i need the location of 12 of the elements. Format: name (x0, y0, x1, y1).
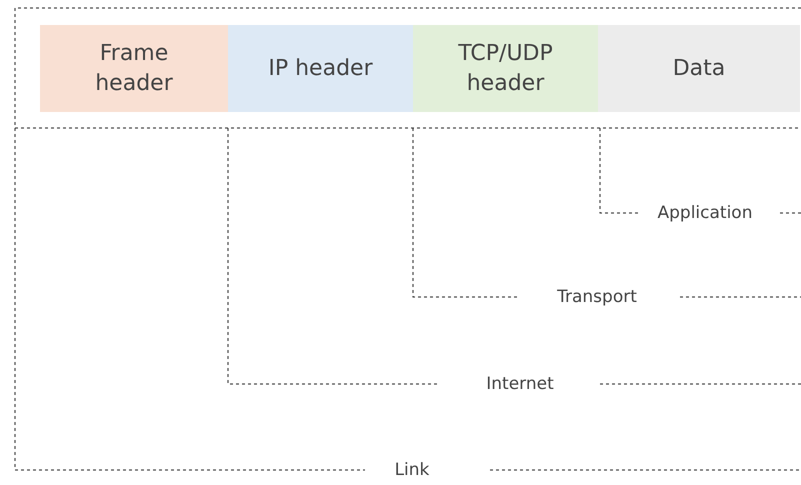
header-field (598, 25, 800, 112)
header-field (40, 25, 228, 112)
layer-label: Internet (486, 374, 554, 394)
layer-label: Transport (557, 287, 637, 307)
layer-label: Link (394, 460, 430, 480)
field-label: IP header (268, 54, 373, 82)
field-label: TCP/UDP header (457, 40, 554, 98)
header-field (228, 25, 413, 112)
header-field (413, 25, 598, 112)
layer-label: Application (658, 203, 752, 223)
field-label: Data (672, 54, 726, 82)
field-label: Frame header (94, 40, 174, 98)
